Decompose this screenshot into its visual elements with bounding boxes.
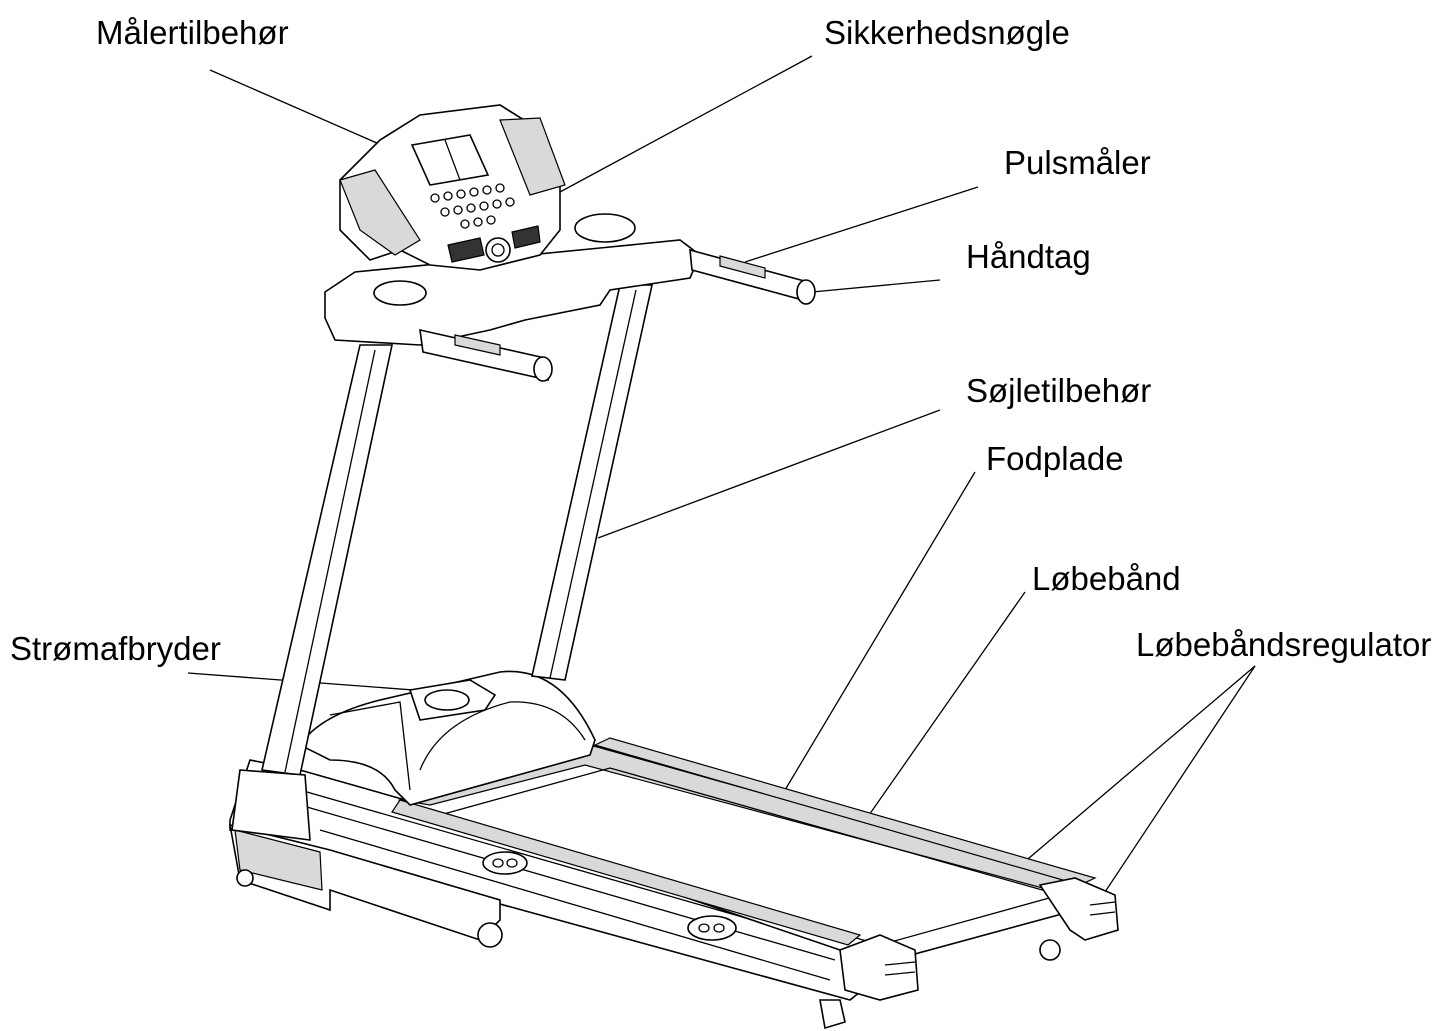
label-regulator: Løbebåndsregulator	[1136, 626, 1432, 663]
label-fodplade: Fodplade	[986, 440, 1124, 477]
leader-lines	[187, 55, 1256, 956]
leader-fodplade	[784, 471, 976, 791]
label-sikkerhed: Sikkerhedsnøgle	[824, 14, 1070, 51]
label-puls: Pulsmåler	[1004, 144, 1151, 181]
label-loebebaand: Løbebånd	[1032, 560, 1181, 597]
label-haandtag: Håndtag	[966, 238, 1091, 275]
leader-haandtag	[811, 279, 941, 293]
label-stroem: Strømafbryder	[10, 630, 221, 667]
console	[324, 104, 816, 382]
power-switch-icon	[424, 689, 470, 711]
label-maaler: Målertilbehør	[96, 14, 289, 51]
treadmill-frame	[228, 670, 1119, 1030]
label-soejle: Søjletilbehør	[966, 372, 1152, 409]
console-keypad	[430, 183, 515, 229]
leader-soejle	[597, 409, 941, 539]
leader-puls	[744, 186, 979, 263]
leader-regulator-2	[1104, 665, 1256, 893]
uprights	[231, 284, 653, 841]
leader-sikkerhed	[559, 55, 813, 193]
